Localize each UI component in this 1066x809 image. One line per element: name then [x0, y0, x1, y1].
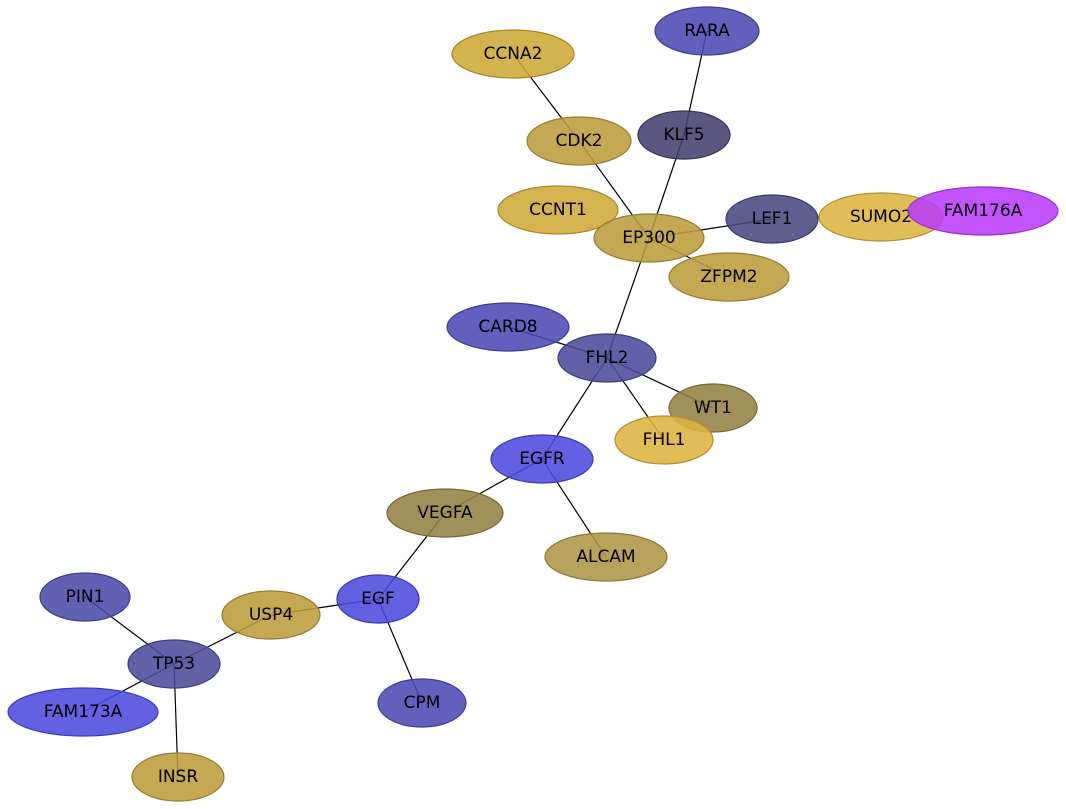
node-vegfa[interactable]: VEGFA	[386, 488, 504, 538]
node-label: EGF	[361, 589, 395, 609]
node-ellipse	[7, 687, 159, 737]
node-label: WT1	[694, 398, 732, 418]
node-label: EP300	[622, 228, 675, 248]
node-ccnt1[interactable]: CCNT1	[497, 185, 619, 235]
node-label: ALCAM	[576, 547, 635, 567]
node-ellipse	[377, 678, 467, 728]
node-label: EGFR	[519, 449, 565, 469]
node-ellipse	[593, 213, 705, 263]
node-ellipse	[490, 434, 594, 484]
node-label: RARA	[684, 21, 730, 41]
node-ellipse	[446, 302, 570, 352]
node-ccna2[interactable]: CCNA2	[451, 29, 575, 79]
node-ellipse	[127, 639, 221, 689]
node-cdk2[interactable]: CDK2	[526, 116, 632, 166]
node-label: CPM	[404, 693, 441, 713]
node-pin1[interactable]: PIN1	[39, 572, 131, 622]
node-label: PIN1	[66, 587, 105, 607]
node-label: KLF5	[663, 125, 704, 145]
node-ellipse	[614, 415, 714, 465]
node-egf[interactable]: EGF	[336, 574, 420, 624]
node-label: SUMO2	[850, 207, 912, 227]
node-fhl2[interactable]: FHL2	[557, 333, 657, 383]
node-ellipse	[221, 590, 321, 640]
node-rara[interactable]: RARA	[654, 6, 760, 56]
node-ellipse	[451, 29, 575, 79]
node-ellipse	[725, 194, 819, 244]
node-label: VEGFA	[417, 503, 473, 523]
node-ellipse	[386, 488, 504, 538]
node-cpm[interactable]: CPM	[377, 678, 467, 728]
node-ellipse	[526, 116, 632, 166]
node-label: CCNT1	[529, 200, 587, 220]
node-tp53[interactable]: TP53	[127, 639, 221, 689]
node-label: CDK2	[556, 131, 603, 151]
node-fam173a[interactable]: FAM173A	[7, 687, 159, 737]
node-ellipse	[131, 752, 225, 802]
node-ellipse	[39, 572, 131, 622]
node-card8[interactable]: CARD8	[446, 302, 570, 352]
node-ellipse	[557, 333, 657, 383]
node-ep300[interactable]: EP300	[593, 213, 705, 263]
node-lef1[interactable]: LEF1	[725, 194, 819, 244]
node-usp4[interactable]: USP4	[221, 590, 321, 640]
node-ellipse	[336, 574, 420, 624]
node-insr[interactable]: INSR	[131, 752, 225, 802]
node-ellipse	[654, 6, 760, 56]
node-label: FHL1	[643, 430, 686, 450]
node-label: FAM176A	[944, 201, 1023, 221]
node-alcam[interactable]: ALCAM	[544, 532, 668, 582]
node-label: TP53	[152, 654, 195, 674]
node-fhl1[interactable]: FHL1	[614, 415, 714, 465]
node-ellipse	[544, 532, 668, 582]
node-zfpm2[interactable]: ZFPM2	[668, 252, 790, 302]
node-label: CCNA2	[484, 44, 543, 64]
node-ellipse	[637, 110, 731, 160]
node-ellipse	[668, 252, 790, 302]
node-klf5[interactable]: KLF5	[637, 110, 731, 160]
node-label: FAM173A	[44, 702, 123, 722]
node-label: USP4	[249, 605, 293, 625]
node-ellipse	[497, 185, 619, 235]
node-label: LEF1	[752, 209, 793, 229]
node-label: CARD8	[478, 317, 537, 337]
node-ellipse	[907, 186, 1059, 236]
node-label: INSR	[158, 767, 199, 787]
node-egfr[interactable]: EGFR	[490, 434, 594, 484]
node-label: ZFPM2	[700, 267, 757, 287]
node-label: FHL2	[586, 348, 629, 368]
node-fam176a[interactable]: FAM176A	[907, 186, 1059, 236]
